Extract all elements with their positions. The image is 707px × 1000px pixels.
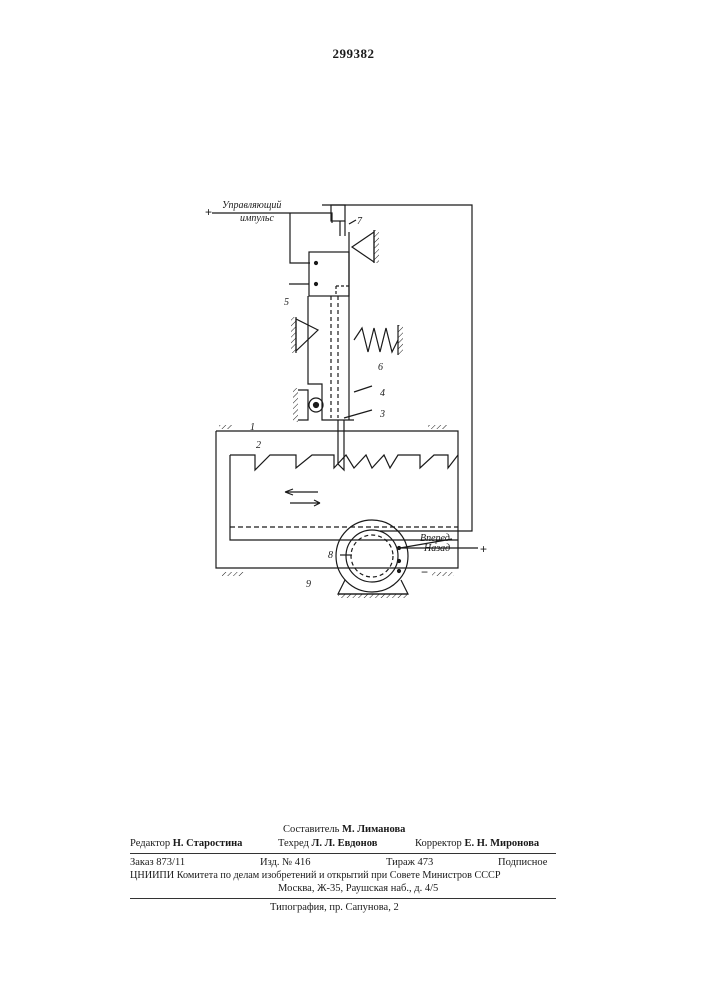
editor-line: Редактор Н. Старостина: [130, 838, 242, 849]
impulse-label-line2: импульс: [240, 213, 274, 224]
relay-5: [309, 252, 349, 296]
corrector-role: Корректор: [415, 838, 462, 849]
part-label-9: 9: [306, 579, 311, 590]
spring-6: [354, 328, 398, 352]
part-label-2: 2: [256, 440, 261, 451]
impulse-label-line1: Управляющий: [222, 200, 281, 211]
order-number: Заказ 873/11: [130, 857, 185, 868]
printer-line: Типография, пр. Сапунова, 2: [270, 902, 399, 913]
techred-line: Техред Л. Л. Евдонов: [278, 838, 377, 849]
part-label-8: 8: [328, 550, 333, 561]
wire-to-relay: [290, 213, 310, 263]
colophon-rule: [130, 853, 556, 854]
plus-sign-top: +: [205, 205, 212, 219]
issue-number: Изд. № 416: [260, 857, 311, 868]
compiler-line: Составитель М. Лиманова: [283, 824, 405, 835]
part-label-7: 7: [357, 216, 363, 227]
editor-name: Н. Старостина: [173, 838, 243, 849]
org-line: ЦНИИПИ Комитета по делам изобретений и о…: [130, 870, 501, 881]
corrector-name: Е. Н. Миронова: [464, 838, 539, 849]
techred-role: Техред: [278, 838, 309, 849]
part-label-5: 5: [284, 297, 289, 308]
motor-8: [336, 520, 408, 592]
part-label-3: 3: [379, 409, 385, 420]
arrow-left: [285, 489, 318, 495]
upper-support: [352, 232, 374, 262]
plus-sign-right: +: [480, 542, 487, 556]
wire-top-loop: [322, 205, 472, 531]
contact-7: [331, 205, 345, 221]
part-label-4: 4: [380, 388, 385, 399]
arrow-right: [290, 500, 320, 506]
backward-label: Назад: [423, 543, 450, 554]
editor-role: Редактор: [130, 838, 170, 849]
compiler-role: Составитель: [283, 824, 339, 835]
middle-support: [296, 319, 318, 351]
part-label-1: 1: [250, 422, 255, 433]
corrector-line: Корректор Е. Н. Миронова: [415, 838, 539, 849]
part-label-6: 6: [378, 362, 383, 373]
circulation: Тираж 473: [386, 857, 433, 868]
minus-sign: −: [421, 565, 428, 579]
compiler-name: М. Лиманова: [342, 824, 405, 835]
address-line: Москва, Ж-35, Раушская наб., д. 4/5: [278, 883, 438, 894]
printer-rule: [130, 898, 556, 899]
techred-name: Л. Л. Евдонов: [312, 838, 378, 849]
subscription: Подписное: [498, 857, 547, 868]
